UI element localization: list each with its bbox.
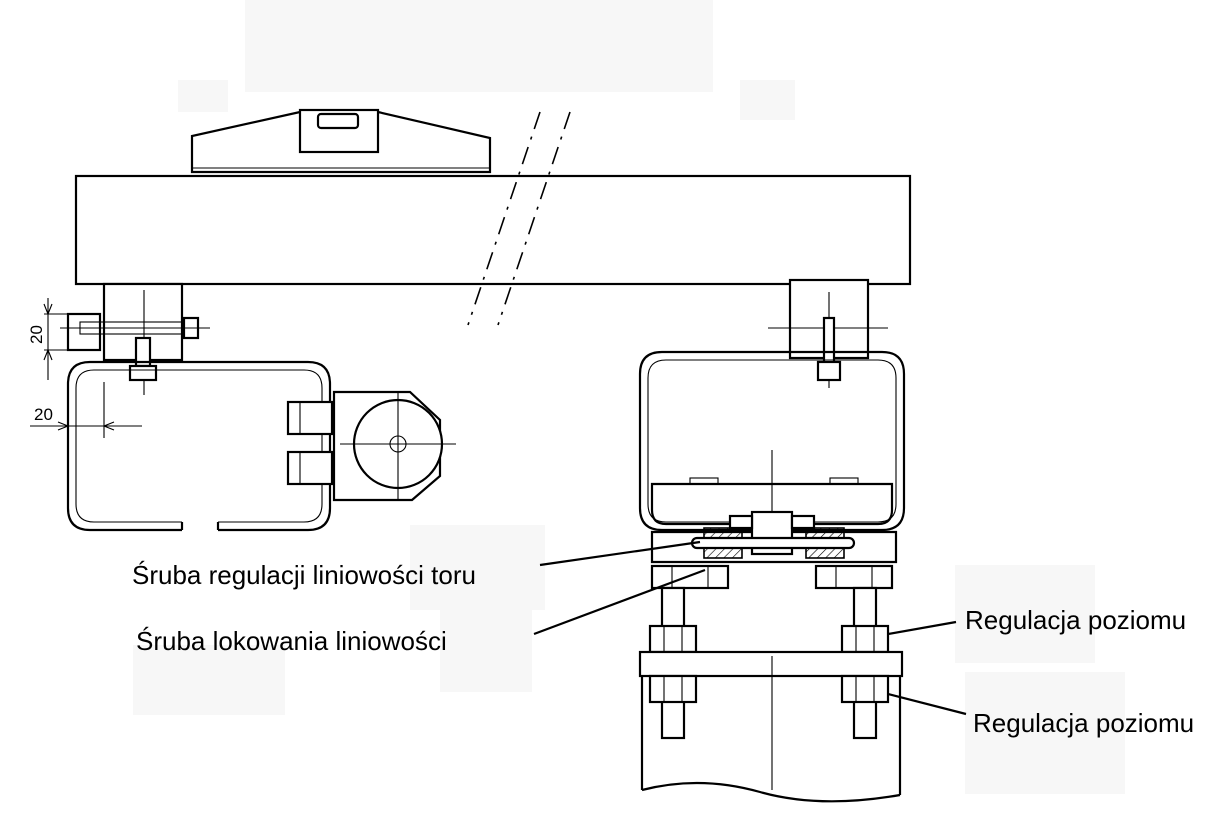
label-level-adjust-lower: Regulacja poziomu bbox=[973, 708, 1194, 738]
right-hanger-assembly bbox=[638, 278, 906, 803]
label-linearity-lock-bolt: Śruba lokowania liniowości bbox=[136, 626, 447, 656]
leader-lines bbox=[533, 540, 967, 716]
background-shading bbox=[133, 0, 1125, 794]
main-beam bbox=[74, 174, 912, 286]
break-lines bbox=[467, 111, 571, 326]
dimension-horizontal-20: 20 bbox=[34, 405, 53, 424]
label-track-linearity-bolt: Śruba regulacji liniowości toru bbox=[132, 560, 476, 590]
dimension-vertical-20: 20 bbox=[27, 325, 46, 344]
label-level-adjust-upper: Regulacja poziomu bbox=[965, 605, 1186, 635]
left-hanger-assembly: 20 20 bbox=[27, 282, 456, 532]
top-cover bbox=[190, 108, 492, 174]
